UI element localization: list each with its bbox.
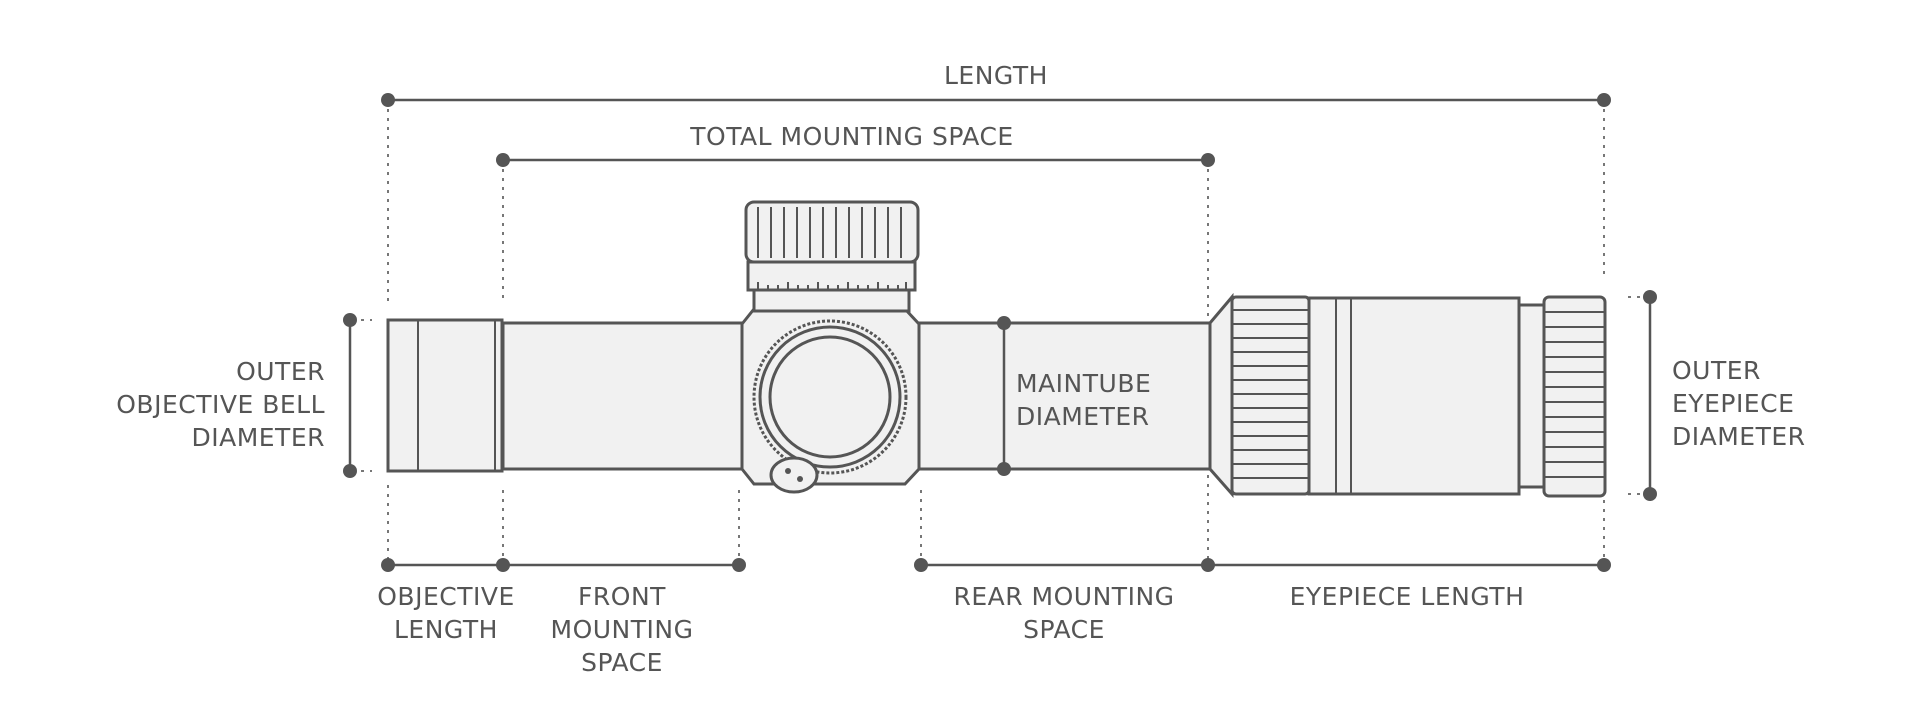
svg-text:REAR MOUNTING: REAR MOUNTING	[953, 582, 1174, 611]
svg-text:SPACE: SPACE	[1023, 615, 1105, 644]
scope-body	[386, 200, 1607, 498]
svg-text:MAINTUBE: MAINTUBE	[1016, 369, 1151, 398]
label-outer-eyepiece-diameter: OUTER EYEPIECE DIAMETER	[1672, 356, 1806, 451]
label-maintube-diameter: MAINTUBE DIAMETER	[1016, 369, 1151, 431]
label-rear-mounting-space: REAR MOUNTING SPACE	[953, 582, 1174, 644]
label-length: LENGTH	[944, 61, 1048, 90]
svg-text:FRONT: FRONT	[578, 582, 666, 611]
power-ring-ribs	[1232, 309, 1309, 479]
svg-text:OBJECTIVE: OBJECTIVE	[377, 582, 515, 611]
dim-maintube-diameter	[997, 316, 1011, 476]
eyepiece-cone	[1208, 292, 1234, 498]
dim-outer-eyepiece-diameter	[1643, 290, 1657, 501]
elevation-turret-ticks	[757, 282, 907, 290]
dim-outer-objective-bell-diameter	[343, 313, 357, 478]
svg-text:EYEPIECE: EYEPIECE	[1672, 389, 1794, 418]
svg-text:LENGTH: LENGTH	[394, 615, 498, 644]
svg-text:SPACE: SPACE	[581, 648, 663, 677]
svg-text:DIAMETER: DIAMETER	[191, 423, 325, 452]
elevation-turret-ribs	[757, 207, 902, 258]
objective-bell	[386, 318, 504, 473]
label-outer-objective-bell-diameter: OUTER OBJECTIVE BELL DIAMETER	[116, 357, 325, 452]
rear-maintube	[916, 321, 1215, 471]
diopter-neck	[1517, 303, 1546, 489]
elevation-turret-ring	[746, 260, 917, 292]
svg-text:OBJECTIVE BELL: OBJECTIVE BELL	[116, 390, 325, 419]
extension-lines	[352, 100, 1648, 565]
label-eyepiece-length: EYEPIECE LENGTH	[1290, 582, 1525, 611]
elevation-turret-base	[752, 288, 911, 313]
svg-text:OUTER: OUTER	[236, 357, 325, 386]
eyepiece-tube	[1307, 296, 1521, 496]
front-maintube	[501, 321, 745, 471]
dim-total-mounting-space	[496, 153, 1215, 167]
svg-text:DIAMETER: DIAMETER	[1672, 422, 1806, 451]
dim-rear-mounting-and-eyepiece	[914, 558, 1611, 572]
svg-text:OUTER: OUTER	[1672, 356, 1761, 385]
dim-length	[381, 93, 1611, 107]
label-objective-length: OBJECTIVE LENGTH	[377, 582, 515, 644]
svg-text:MOUNTING: MOUNTING	[551, 615, 694, 644]
diopter-ring-ribs	[1544, 311, 1605, 478]
dim-objective-and-front-mounting	[381, 558, 746, 572]
illumination-knob	[769, 456, 819, 494]
label-front-mounting-space: FRONT MOUNTING SPACE	[551, 582, 694, 677]
svg-text:DIAMETER: DIAMETER	[1016, 402, 1150, 431]
label-total-mounting-space: TOTAL MOUNTING SPACE	[689, 122, 1013, 151]
